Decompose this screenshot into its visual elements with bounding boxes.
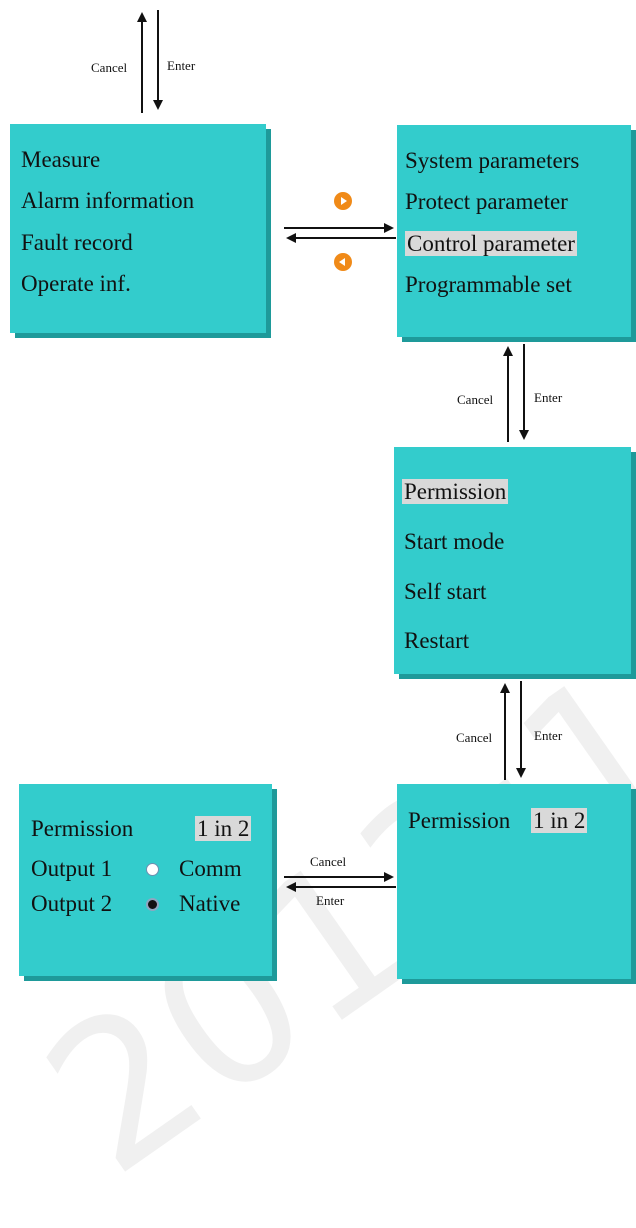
cancel-label-low: Cancel bbox=[456, 730, 493, 745]
permission-edit-panel: Permission 1 in 2 Output 1 Comm Output 2… bbox=[19, 784, 272, 976]
next-button[interactable] bbox=[334, 192, 352, 210]
selected-highlight: Permission bbox=[402, 479, 509, 504]
output-1-radio[interactable] bbox=[146, 863, 159, 876]
menu-item-self-start[interactable]: Self start bbox=[404, 579, 487, 604]
menu-item-alarm-information[interactable]: Alarm information bbox=[21, 188, 195, 213]
menu-item-protect-parameter[interactable]: Protect parameter bbox=[405, 189, 568, 214]
left-triangle-icon bbox=[339, 258, 345, 266]
menu-item-start-mode[interactable]: Start mode bbox=[404, 529, 505, 554]
permission-edit-value-text: 1 in 2 bbox=[195, 816, 252, 841]
menu-item-measure[interactable]: Measure bbox=[21, 147, 101, 172]
enter-label-mid: Enter bbox=[534, 390, 563, 405]
output-2-radio[interactable] bbox=[146, 898, 159, 911]
menu-item-system-parameters[interactable]: System parameters bbox=[405, 148, 580, 173]
selected-highlight: Control parameter bbox=[405, 231, 577, 256]
enter-label-bottom: Enter bbox=[316, 893, 345, 908]
menu-item-restart[interactable]: Restart bbox=[404, 628, 470, 653]
menu-item-programmable-set[interactable]: Programmable set bbox=[405, 272, 572, 297]
flow-arrows bbox=[137, 10, 529, 892]
permission-label: Permission bbox=[408, 808, 511, 833]
permission-value-text: 1 in 2 bbox=[531, 808, 588, 833]
output-2-label: Output 2 bbox=[31, 891, 113, 916]
menu-item-fault-record[interactable]: Fault record bbox=[21, 230, 133, 255]
control-menu-panel: Permission Start mode Self start Restart bbox=[394, 447, 631, 674]
permission-view-panel: Permission 1 in 2 bbox=[397, 784, 631, 979]
enter-label-low: Enter bbox=[534, 728, 563, 743]
enter-label-top: Enter bbox=[167, 58, 196, 73]
menu-item-control-parameter[interactable]: Control parameter bbox=[405, 229, 577, 259]
cancel-label-bottom: Cancel bbox=[310, 854, 347, 869]
menu-item-operate-inf[interactable]: Operate inf. bbox=[21, 271, 131, 296]
menu-item-permission[interactable]: Permission bbox=[402, 477, 509, 507]
output-1-label: Output 1 bbox=[31, 856, 113, 881]
parameters-menu-panel: System parameters Protect parameter Cont… bbox=[397, 125, 631, 337]
cancel-label-mid: Cancel bbox=[457, 392, 494, 407]
main-menu-panel: Measure Alarm information Fault record O… bbox=[10, 124, 266, 333]
permission-edit-label: Permission bbox=[31, 816, 134, 841]
permission-edit-value[interactable]: 1 in 2 bbox=[195, 814, 252, 844]
permission-value[interactable]: 1 in 2 bbox=[531, 806, 588, 836]
right-triangle-icon bbox=[341, 197, 347, 205]
output-2-source: Native bbox=[179, 891, 241, 916]
cancel-label-top: Cancel bbox=[91, 60, 128, 75]
output-1-source: Comm bbox=[179, 856, 242, 881]
prev-button[interactable] bbox=[334, 253, 352, 271]
